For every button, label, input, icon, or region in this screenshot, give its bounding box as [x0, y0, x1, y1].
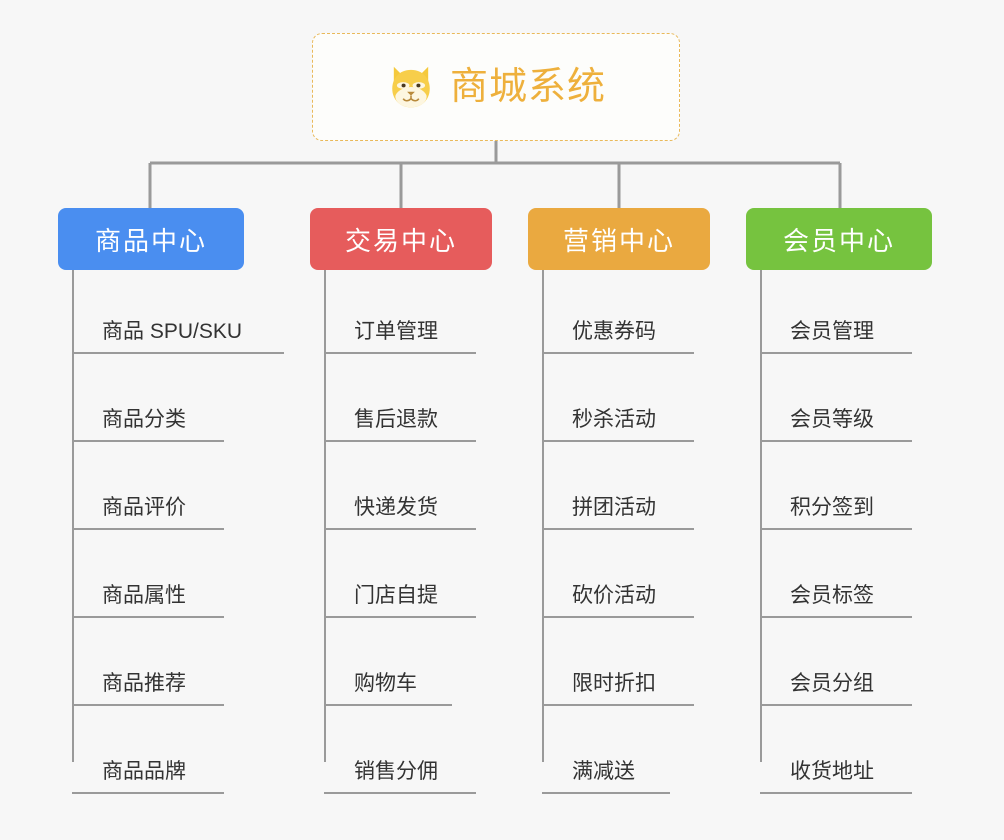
list-item-rule [760, 440, 912, 442]
list-item-rule [542, 440, 694, 442]
category-box[interactable]: 会员中心 [746, 208, 932, 270]
list-item[interactable]: 商品评价 [58, 448, 244, 536]
category-item-list: 商品 SPU/SKU 商品分类商品评价商品属性商品推荐商品品牌 [58, 270, 284, 800]
list-item-label: 会员分组 [790, 673, 886, 706]
list-item[interactable]: 拼团活动 [528, 448, 710, 536]
list-item[interactable]: 快递发货 [310, 448, 492, 536]
category-column: 会员中心会员管理会员等级积分签到会员标签会员分组收货地址 [746, 208, 932, 800]
list-item-rule [760, 792, 912, 794]
list-item-rule [324, 704, 452, 706]
list-item-label: 限时折扣 [572, 673, 668, 706]
list-item-label: 收货地址 [790, 761, 886, 794]
list-item[interactable]: 收货地址 [746, 712, 932, 800]
list-item-label: 积分签到 [790, 497, 886, 530]
category-column: 交易中心订单管理售后退款快递发货门店自提购物车销售分佣 [310, 208, 492, 800]
list-item[interactable]: 销售分佣 [310, 712, 492, 800]
list-item-rule [72, 440, 224, 442]
root-title: 商城系统 [449, 66, 606, 108]
list-item-rule [72, 704, 224, 706]
list-item-label: 秒杀活动 [572, 409, 668, 442]
list-item-label: 商品 SPU/SKU [102, 321, 255, 354]
list-item-label: 会员等级 [790, 409, 886, 442]
list-item-rule [324, 440, 476, 442]
list-item-rule [542, 792, 670, 794]
list-item-rule [72, 792, 224, 794]
category-box[interactable]: 交易中心 [310, 208, 492, 270]
category-item-list: 会员管理会员等级积分签到会员标签会员分组收货地址 [746, 270, 932, 800]
list-item-label: 售后退款 [354, 409, 450, 442]
list-item-label: 商品品牌 [102, 761, 198, 794]
list-item[interactable]: 优惠券码 [528, 272, 710, 360]
list-item-label: 购物车 [354, 673, 429, 706]
list-item-rule [72, 352, 284, 354]
category-column: 商品中心商品 SPU/SKU 商品分类商品评价商品属性商品推荐商品品牌 [58, 208, 284, 800]
category-item-list: 优惠券码秒杀活动拼团活动砍价活动限时折扣满减送 [528, 270, 710, 800]
list-item-rule [542, 528, 694, 530]
list-item-label: 销售分佣 [354, 761, 450, 794]
list-item[interactable]: 商品品牌 [58, 712, 244, 800]
list-item-rule [324, 528, 476, 530]
list-item[interactable]: 订单管理 [310, 272, 492, 360]
category-title: 商品中心 [94, 225, 207, 256]
shiba-dog-icon [392, 66, 430, 108]
category-box[interactable]: 营销中心 [528, 208, 710, 270]
list-item-rule [542, 704, 694, 706]
list-item-label: 优惠券码 [572, 321, 668, 354]
list-item-label: 快递发货 [354, 497, 450, 530]
category-title: 交易中心 [344, 225, 457, 256]
category-column: 营销中心优惠券码秒杀活动拼团活动砍价活动限时折扣满减送 [528, 208, 710, 800]
list-item[interactable]: 限时折扣 [528, 624, 710, 712]
list-item-label: 砍价活动 [572, 585, 668, 618]
list-item-label: 会员管理 [790, 321, 886, 354]
list-item-label: 商品属性 [102, 585, 198, 618]
list-item-rule [324, 792, 476, 794]
list-item-rule [542, 352, 694, 354]
category-title: 营销中心 [562, 225, 675, 256]
list-item-rule [72, 528, 224, 530]
list-item[interactable]: 商品 SPU/SKU [58, 272, 284, 360]
list-item[interactable]: 商品属性 [58, 536, 244, 624]
list-item-rule [760, 704, 912, 706]
root-node[interactable]: 商城系统 [312, 33, 680, 141]
list-item[interactable]: 秒杀活动 [528, 360, 710, 448]
list-item-label: 订单管理 [354, 321, 450, 354]
list-item-label: 门店自提 [354, 585, 450, 618]
list-item[interactable]: 购物车 [310, 624, 492, 712]
list-item[interactable]: 砍价活动 [528, 536, 710, 624]
list-item[interactable]: 会员标签 [746, 536, 932, 624]
list-item[interactable]: 会员管理 [746, 272, 932, 360]
list-item-rule [760, 528, 912, 530]
list-item-label: 满减送 [572, 761, 647, 794]
list-item-rule [324, 616, 476, 618]
list-item-label: 拼团活动 [572, 497, 668, 530]
list-item-rule [760, 352, 912, 354]
category-item-list: 订单管理售后退款快递发货门店自提购物车销售分佣 [310, 270, 492, 800]
list-item[interactable]: 商品分类 [58, 360, 244, 448]
list-item-rule [542, 616, 694, 618]
list-item[interactable]: 会员等级 [746, 360, 932, 448]
list-item-rule [324, 352, 476, 354]
list-item-label: 会员标签 [790, 585, 886, 618]
list-item-label: 商品评价 [102, 497, 198, 530]
list-item-label: 商品分类 [102, 409, 198, 442]
list-item[interactable]: 满减送 [528, 712, 710, 800]
category-title: 会员中心 [782, 225, 895, 256]
list-item[interactable]: 售后退款 [310, 360, 492, 448]
category-box[interactable]: 商品中心 [58, 208, 244, 270]
list-item-rule [72, 616, 224, 618]
list-item-rule [760, 616, 912, 618]
list-item[interactable]: 会员分组 [746, 624, 932, 712]
list-item[interactable]: 积分签到 [746, 448, 932, 536]
list-item[interactable]: 商品推荐 [58, 624, 244, 712]
list-item-label: 商品推荐 [102, 673, 198, 706]
list-item[interactable]: 门店自提 [310, 536, 492, 624]
